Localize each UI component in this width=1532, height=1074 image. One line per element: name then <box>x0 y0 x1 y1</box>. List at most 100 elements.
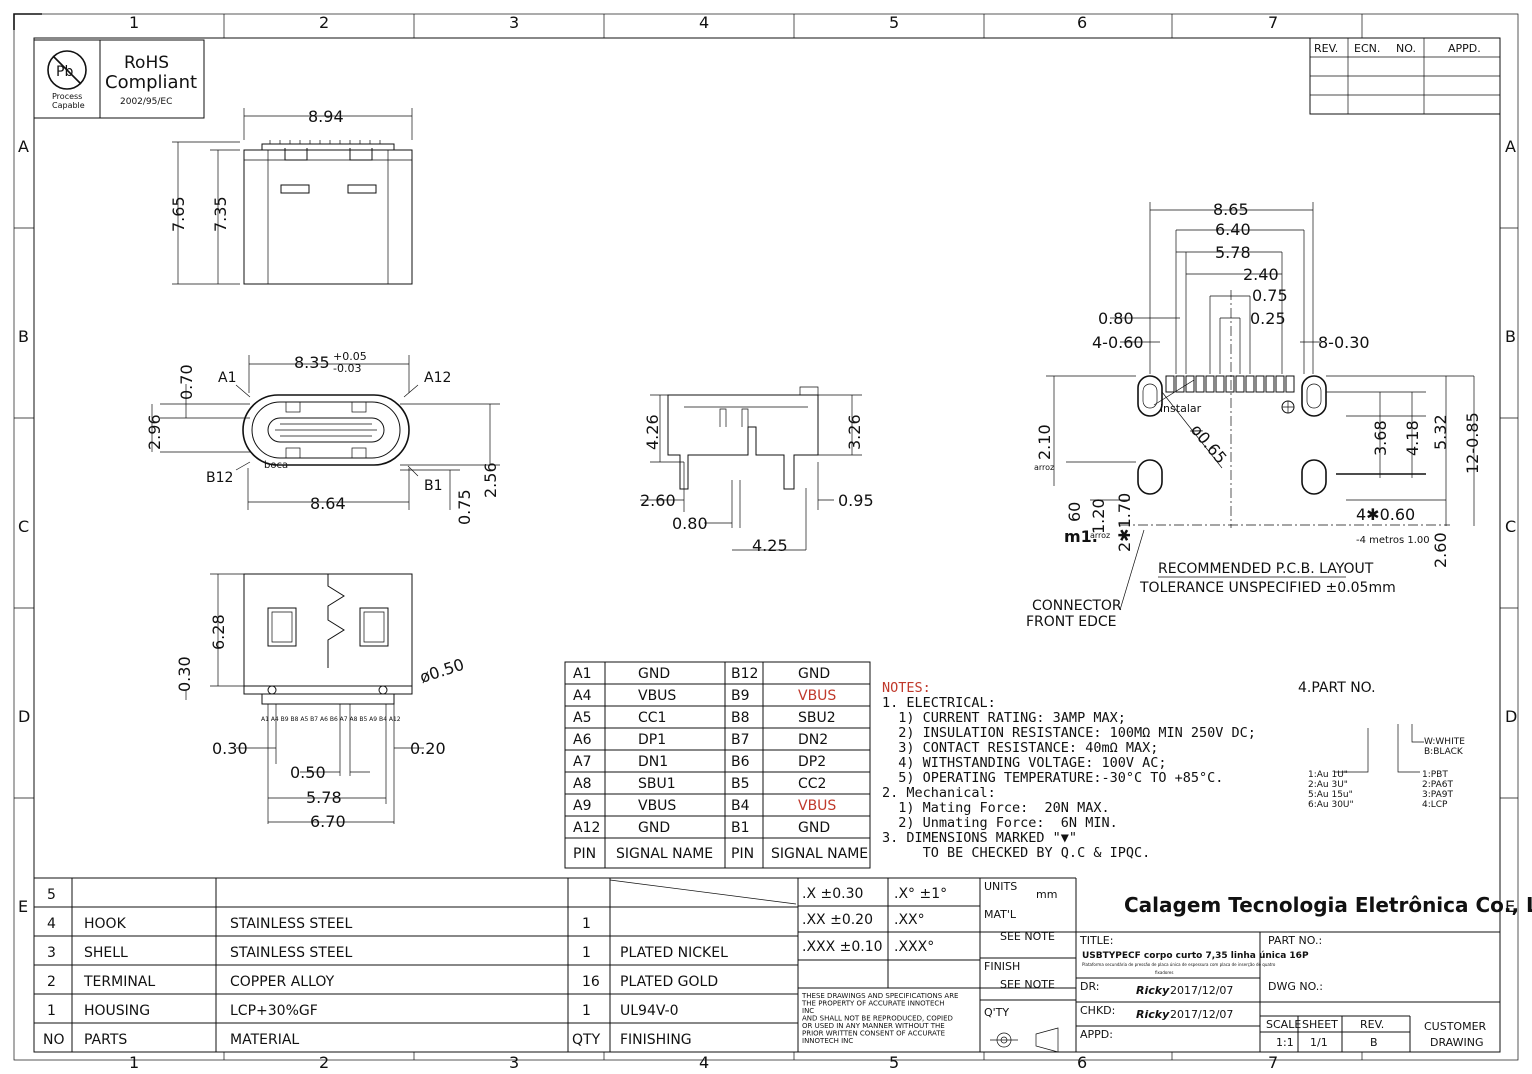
pin-table-cell: B1 <box>731 820 750 836</box>
svg-text:boca: boca <box>264 460 288 471</box>
pin-table-cell: CC1 <box>638 710 666 726</box>
svg-text:6.40: 6.40 <box>1215 220 1251 239</box>
svg-text:3.68: 3.68 <box>1371 420 1390 456</box>
svg-text:8.35: 8.35 <box>294 353 330 372</box>
pin-table-cell: GND <box>798 666 830 682</box>
pcb-layout: 8.65 6.40 5.78 2.40 0.75 0.25 0.80 4-0.6… <box>1026 200 1482 630</box>
note-line: 3. DIMENSIONS MARKED "▼" <box>882 830 1077 846</box>
pin-table-cell: VBUS <box>798 798 836 814</box>
pin-table-cell: SBU2 <box>798 710 836 726</box>
note-line: 3) CONTACT RESISTANCE: 40mΩ MAX; <box>882 740 1158 756</box>
rohs-title: RoHS <box>124 53 169 73</box>
disclaimer-line: OR USED IN ANY MANNER WITHOUT THE <box>802 1022 945 1030</box>
svg-text:4.18: 4.18 <box>1403 420 1422 456</box>
svg-text:mm: mm <box>1036 888 1057 901</box>
svg-text:0.75: 0.75 <box>455 489 474 525</box>
svg-text:1/1: 1/1 <box>1310 1036 1328 1049</box>
note-line: TO BE CHECKED BY Q.C & IPQC. <box>882 845 1150 861</box>
svg-text:4.26: 4.26 <box>643 414 662 450</box>
svg-text:5.32: 5.32 <box>1431 414 1450 450</box>
pin-table-cell: B12 <box>731 666 758 682</box>
tolerance-block: .X ±0.30 .XX ±0.20 .XXX ±0.10 .X° ±1° .X… <box>797 877 1077 1053</box>
bom-finish: PLATED GOLD <box>620 974 718 990</box>
bom-finish: PLATED NICKEL <box>620 945 728 961</box>
svg-text:7.35: 7.35 <box>211 196 230 232</box>
svg-text:12-0.85: 12-0.85 <box>1463 412 1482 474</box>
svg-text:SIGNAL NAME: SIGNAL NAME <box>616 846 713 862</box>
col-label: 3 <box>509 13 519 32</box>
col-label: 3 <box>509 1053 519 1072</box>
svg-text:MAT'L: MAT'L <box>984 908 1017 921</box>
svg-text:-0.03: -0.03 <box>333 362 361 375</box>
svg-text:0.70: 0.70 <box>177 364 196 400</box>
svg-text:PART NO.:: PART NO.: <box>1268 934 1322 947</box>
col-label: 1 <box>129 13 139 32</box>
svg-text:0.25: 0.25 <box>1250 309 1286 328</box>
svg-text:PIN: PIN <box>573 846 596 862</box>
col-label: 5 <box>889 13 899 32</box>
svg-text:CONNECTOR: CONNECTOR <box>1032 598 1122 614</box>
svg-text:0.80: 0.80 <box>1098 309 1134 328</box>
svg-text:5.78: 5.78 <box>306 788 342 807</box>
svg-text:REV.: REV. <box>1360 1018 1384 1031</box>
svg-text:.XX ±0.20: .XX ±0.20 <box>802 912 873 928</box>
svg-text:PIN: PIN <box>731 846 754 862</box>
svg-text:NO: NO <box>43 1032 65 1048</box>
svg-text:2.10: 2.10 <box>1035 424 1054 460</box>
svg-text:-4 metros 1.00: -4 metros 1.00 <box>1356 535 1430 546</box>
note-line: 2) INSULATION RESISTANCE: 100MΩ MIN 250V… <box>882 725 1256 741</box>
svg-text:SEE NOTE: SEE NOTE <box>1000 978 1055 991</box>
bom-material: STAINLESS STEEL <box>230 945 353 961</box>
disclaimer-line: AND SHALL NOT BE REPRODUCED, COPIED <box>802 1015 953 1023</box>
bom-part: HOOK <box>84 916 127 932</box>
svg-text:m1.: m1. <box>1064 527 1098 546</box>
bom-no: 4 <box>47 916 56 932</box>
part-number-legend: 4.PART NO. W:WHITE B:BLACK 1:Au 1U" 2:Au… <box>1298 680 1465 810</box>
svg-text:FRONT EDCE: FRONT EDCE <box>1026 614 1117 630</box>
sheet-border <box>13 13 1519 1061</box>
svg-text:APPD:: APPD: <box>1080 1028 1113 1041</box>
pin-table-cell: DN2 <box>798 732 828 748</box>
pin-table-cell: A6 <box>573 732 592 748</box>
svg-text:0.30: 0.30 <box>212 739 248 758</box>
svg-text:PARTS: PARTS <box>84 1032 127 1048</box>
pin-table-cell: B4 <box>731 798 750 814</box>
svg-text:CHKD:: CHKD: <box>1080 1004 1115 1017</box>
svg-text:5:Au 15u": 5:Au 15u" <box>1308 790 1353 800</box>
note-line: 1) CURRENT RATING: 3AMP MAX; <box>882 710 1126 726</box>
svg-text:60: 60 <box>1065 502 1084 522</box>
svg-text:3:PA9T: 3:PA9T <box>1422 790 1453 800</box>
svg-text:2:Au 3U": 2:Au 3U" <box>1308 780 1348 790</box>
note-line: 1) Mating Force: 20N MAX. <box>882 800 1110 816</box>
disclaimer-line: PRIOR WRITTEN CONSENT OF ACCURATE <box>802 1030 945 1038</box>
note-line: 2) Unmating Force: 6N MIN. <box>882 815 1118 831</box>
col-label: 4 <box>699 1053 709 1072</box>
pin-table-cell: B7 <box>731 732 750 748</box>
pin-table-cell: VBUS <box>638 688 676 704</box>
svg-text:.X ±0.30: .X ±0.30 <box>802 886 863 902</box>
svg-text:1:Au 1U": 1:Au 1U" <box>1308 770 1348 780</box>
svg-text:arroz: arroz <box>1034 463 1054 472</box>
svg-text:NO.: NO. <box>1396 42 1416 55</box>
pin-table-cell: B5 <box>731 776 750 792</box>
bom-no: 1 <box>47 1003 56 1019</box>
svg-text:SIGNAL NAME: SIGNAL NAME <box>771 846 868 862</box>
svg-text:SHEET: SHEET <box>1302 1018 1338 1031</box>
disclaimer-line: THESE DRAWINGS AND SPECIFICATIONS ARE <box>801 992 958 1000</box>
svg-text:Ricky: Ricky <box>1136 1008 1170 1021</box>
pin-table-cell: A4 <box>573 688 592 704</box>
side-view: 4.26 3.26 2.60 0.95 0.80 4.25 <box>640 386 874 555</box>
bom-material: COPPER ALLOY <box>230 974 335 990</box>
disclaimer-line: INNOTECH INC <box>802 1037 853 1045</box>
disclaimer-line: THE PROPERTY OF ACCURATE INNOTECH <box>801 1000 945 1008</box>
pin-table-cell: DN1 <box>638 754 668 770</box>
svg-text:Process: Process <box>52 92 82 101</box>
col-label: 2 <box>319 1053 329 1072</box>
svg-text:QTY: QTY <box>572 1032 601 1048</box>
svg-text:arroz: arroz <box>1090 531 1110 540</box>
pin-table-cell: A12 <box>573 820 600 836</box>
disclaimer-line: INC <box>802 1007 814 1015</box>
svg-text:6.70: 6.70 <box>310 812 346 831</box>
pin-table-cell: A1 <box>573 666 591 682</box>
